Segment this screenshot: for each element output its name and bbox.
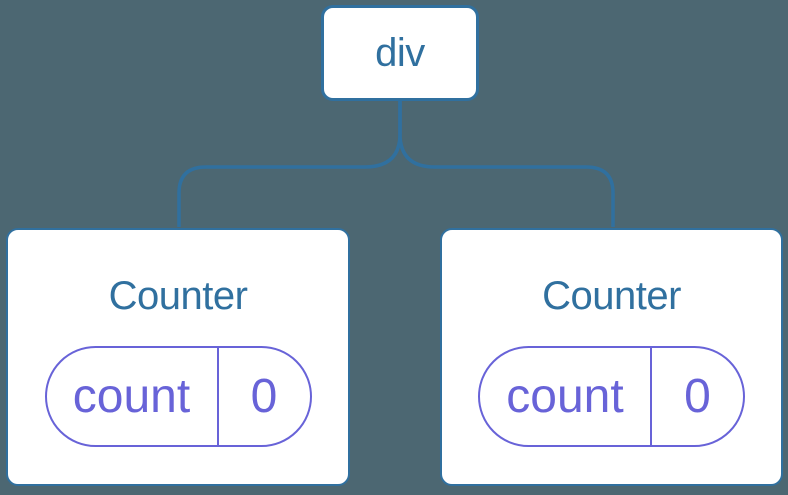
counter-node-2: Counter count 0 bbox=[440, 228, 783, 486]
root-node-label: div bbox=[375, 30, 425, 75]
connector-left-branch bbox=[177, 100, 402, 227]
state-value: 0 bbox=[684, 369, 711, 423]
counter-node-1: Counter count 0 bbox=[6, 228, 350, 486]
state-value: 0 bbox=[250, 369, 278, 423]
state-pill: count 0 bbox=[44, 346, 312, 447]
state-pill: count 0 bbox=[478, 346, 745, 447]
state-key-label: count bbox=[480, 348, 652, 445]
connector-right-branch bbox=[398, 100, 615, 227]
root-node-div: div bbox=[321, 5, 479, 101]
counter-title: Counter bbox=[108, 274, 248, 318]
counter-title: Counter bbox=[542, 274, 681, 318]
state-key-label: count bbox=[47, 348, 219, 445]
